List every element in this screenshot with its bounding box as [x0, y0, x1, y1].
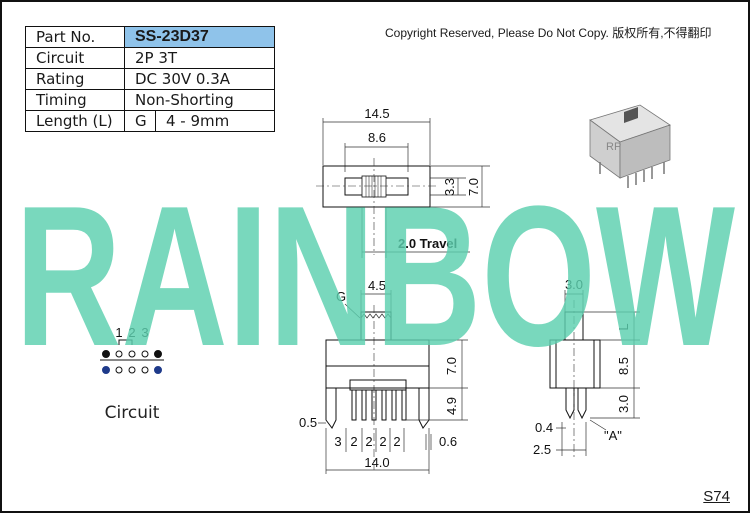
pitch-3: 2: [365, 434, 372, 449]
circuit-label: Circuit: [105, 403, 160, 423]
spec-row-circuit: Circuit 2P 3T: [25, 47, 275, 69]
copyright-notice: Copyright Reserved, Please Do Not Copy. …: [385, 26, 712, 40]
front-pin-length: 4.9: [444, 397, 459, 415]
pin-base: [349, 379, 407, 391]
length-cell: G 4 - 9mm: [124, 110, 275, 132]
top-view: 14.5 8.6 3.3 7.0 2.0 Travel: [316, 106, 490, 258]
pin-number-1: 1: [115, 325, 122, 340]
front-body: [325, 339, 430, 389]
side-body-height: 8.5: [616, 357, 631, 375]
product-logo: RP: [606, 141, 621, 153]
spec-row-part-no: Part No. SS-23D37: [25, 26, 275, 48]
product-illustration: RP: [589, 104, 671, 188]
top-outer-height: 7.0: [466, 178, 481, 196]
pitch-4: 2: [379, 434, 386, 449]
front-overall-width: 14.0: [364, 455, 389, 470]
front-knob-width: 4.5: [368, 278, 386, 293]
spec-row-rating: Rating DC 30V 0.3A: [25, 68, 275, 90]
g-label: G: [336, 289, 346, 304]
front-pins: [351, 389, 407, 421]
side-leg-right: [577, 388, 587, 420]
g-leader: [344, 303, 361, 319]
rating-value: DC 30V 0.3A: [124, 68, 275, 90]
front-pin-offset: 0.5: [299, 415, 317, 430]
right-mount-leg: [418, 388, 430, 429]
pitch-2: 2: [350, 434, 357, 449]
pitch-1: 3: [334, 434, 341, 449]
side-body: [549, 339, 601, 389]
travel-label: 2.0 Travel: [398, 236, 457, 251]
top-body-outline: [322, 165, 431, 208]
timing-label: Timing: [25, 89, 125, 111]
length-value: 4 - 9mm: [166, 112, 230, 130]
length-g-label: G: [135, 111, 156, 131]
circuit-diagram: 1 2 3 Circuit: [100, 325, 164, 423]
detail-leader: [589, 419, 607, 431]
spec-row-timing: Timing Non-Shorting: [25, 89, 275, 111]
side-leg-length: 3.0: [616, 395, 631, 413]
knob-ridges: [365, 176, 382, 197]
pitch-5: 2: [393, 434, 400, 449]
side-view: 3.0 L 8.5 3.0 0.4 2.5 "A": [533, 277, 640, 460]
contact-bridge: [118, 339, 133, 345]
watermark-text: RAINBOW: [15, 165, 735, 388]
front-body-height: 7.0: [444, 357, 459, 375]
side-pin-spacing: 2.5: [533, 442, 551, 457]
rating-label: Rating: [25, 68, 125, 90]
side-leg-left: [565, 388, 575, 420]
front-pin-thickness: 0.6: [439, 434, 457, 449]
spec-table: Part No. SS-23D37 Circuit 2P 3T Rating D…: [25, 26, 275, 132]
top-overall-width: 14.5: [364, 106, 389, 121]
side-knob-length: L: [616, 323, 631, 330]
top-slot-width: 8.6: [368, 130, 386, 145]
left-mount-leg: [325, 388, 337, 429]
page-code: S74: [703, 488, 730, 505]
contact-row-top: [102, 350, 162, 358]
contact-row-bottom: [102, 366, 162, 374]
pin-number-3: 3: [141, 325, 148, 340]
knob-serration: [360, 313, 392, 319]
side-pin-width: 0.4: [535, 420, 553, 435]
circuit-value: 2P 3T: [124, 47, 275, 69]
top-inner-height: 3.3: [442, 178, 457, 196]
side-knob-width: 3.0: [565, 277, 583, 292]
detail-a-label: "A": [604, 428, 622, 443]
front-view: G 4.5 7.0 4.9 0.5: [299, 278, 468, 474]
pin-number-2: 2: [128, 325, 135, 340]
